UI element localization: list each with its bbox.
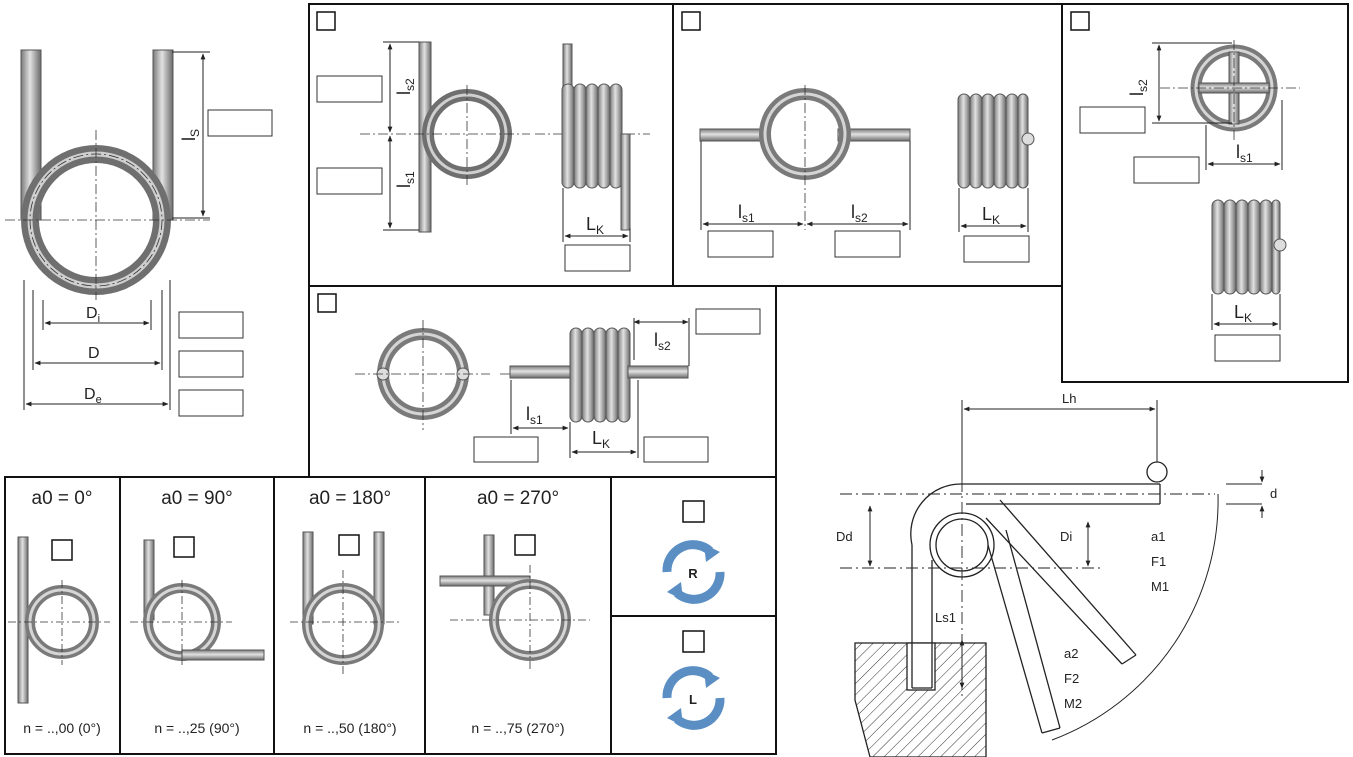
panel-a-lk-label: LK bbox=[586, 214, 604, 237]
panel-c-checkbox[interactable] bbox=[1070, 11, 1090, 31]
panel-c-ls1-input[interactable] bbox=[1133, 156, 1200, 184]
d-input[interactable] bbox=[178, 350, 244, 378]
tech-dd-label: Dd bbox=[836, 529, 853, 544]
main-spring: lS Di D De bbox=[5, 49, 273, 417]
panel-a-ls1-label: ls1 bbox=[394, 171, 417, 188]
technical-drawing bbox=[840, 400, 1265, 757]
right-hand-checkbox[interactable] bbox=[682, 500, 705, 523]
panel-borders bbox=[4, 3, 1349, 755]
tech-m1-label: M1 bbox=[1151, 579, 1169, 594]
angle-90-title: a0 = 90° bbox=[161, 488, 233, 509]
panel-a-ls2-input[interactable] bbox=[316, 75, 383, 103]
angle-270-checkbox[interactable] bbox=[514, 534, 536, 556]
tech-d-label: d bbox=[1270, 486, 1277, 501]
panel-c-ls2-input[interactable] bbox=[1079, 106, 1146, 134]
angle-0-n: n = ..,00 (0°) bbox=[23, 720, 101, 736]
angle-panel-270: a0 = 270° n = ..,75 (270°) bbox=[439, 488, 590, 736]
angle-270-n: n = ..,75 (270°) bbox=[471, 720, 564, 736]
panel-a-ls1-input[interactable] bbox=[316, 167, 383, 195]
angle-90-checkbox[interactable] bbox=[173, 536, 195, 558]
technical-labels: Lh d Dd Di Ls1 a1 F1 M1 a2 F2 M2 bbox=[836, 391, 1277, 711]
panel-d-ls1-input[interactable] bbox=[473, 436, 539, 463]
panel-b-lk-input[interactable] bbox=[963, 235, 1030, 263]
panel-d-ls1-label: ls1 bbox=[526, 404, 543, 427]
panel-a-lk-input[interactable] bbox=[564, 244, 631, 272]
ls-label: lS bbox=[179, 129, 202, 141]
tech-a2-label: a2 bbox=[1064, 646, 1078, 661]
panel-d-lk-input[interactable] bbox=[643, 436, 709, 463]
panel-b-ls1-label: ls1 bbox=[738, 202, 755, 225]
left-hand-label: L bbox=[689, 692, 697, 707]
angle-180-checkbox[interactable] bbox=[338, 534, 360, 556]
tech-m2-label: M2 bbox=[1064, 696, 1082, 711]
di-input[interactable] bbox=[178, 311, 244, 339]
panel-d-checkbox[interactable] bbox=[317, 293, 337, 313]
tech-f1-label: F1 bbox=[1151, 554, 1166, 569]
ls-input[interactable] bbox=[207, 109, 273, 137]
angle-180-title: a0 = 180° bbox=[309, 488, 391, 509]
tech-a1-label: a1 bbox=[1151, 529, 1165, 544]
panel-c-ls2-label: ls2 bbox=[1127, 79, 1150, 96]
panel-c-lk-input[interactable] bbox=[1214, 334, 1281, 362]
panel-b-ls2-label: ls2 bbox=[851, 202, 868, 225]
de-label: De bbox=[84, 386, 102, 406]
angle-270-title: a0 = 270° bbox=[477, 488, 559, 509]
left-hand-checkbox[interactable] bbox=[682, 630, 705, 653]
panel-a-checkbox[interactable] bbox=[316, 11, 336, 31]
panel-b: ls1 ls2 LK bbox=[681, 11, 1035, 263]
panel-b-ls2-input[interactable] bbox=[834, 230, 901, 258]
tech-ls1-label: Ls1 bbox=[935, 610, 956, 625]
panel-b-ls1-input[interactable] bbox=[707, 230, 774, 258]
de-input[interactable] bbox=[178, 389, 244, 417]
right-hand-label: R bbox=[688, 566, 698, 581]
angle-panel-180: a0 = 180° n = ..,50 (180°) bbox=[290, 488, 402, 736]
panel-c: ls2 ls1 LK bbox=[1070, 11, 1300, 362]
panel-d-ls2-input[interactable] bbox=[695, 308, 761, 335]
panel-c-ls1-label: ls1 bbox=[1236, 142, 1253, 165]
di-label: Di bbox=[86, 305, 100, 325]
d-label: D bbox=[88, 345, 100, 362]
panel-a: ls2 ls1 LK bbox=[316, 11, 650, 272]
angle-0-checkbox[interactable] bbox=[51, 539, 73, 561]
direction-right: R bbox=[662, 500, 725, 604]
panel-d-lk-label: LK bbox=[592, 428, 610, 451]
panel-b-checkbox[interactable] bbox=[681, 11, 701, 31]
tech-lh-label: Lh bbox=[1062, 391, 1076, 406]
panel-d: ls2 ls1 LK bbox=[317, 293, 761, 463]
angle-panel-90: a0 = 90° n = ..,25 (90°) bbox=[130, 488, 265, 736]
panel-a-ls2-label: ls2 bbox=[394, 78, 417, 95]
angle-0-title: a0 = 0° bbox=[32, 488, 93, 509]
tech-di-label: Di bbox=[1060, 529, 1072, 544]
panel-b-lk-label: LK bbox=[982, 204, 1000, 227]
direction-left: L bbox=[662, 630, 725, 730]
panel-c-lk-label: LK bbox=[1234, 302, 1252, 325]
tech-f2-label: F2 bbox=[1064, 671, 1079, 686]
angle-180-n: n = ..,50 (180°) bbox=[303, 720, 396, 736]
angle-panel-0: a0 = 0° n = ..,00 (0°) bbox=[8, 488, 110, 736]
panel-d-ls2-label: ls2 bbox=[654, 330, 671, 353]
angle-90-n: n = ..,25 (90°) bbox=[154, 720, 239, 736]
